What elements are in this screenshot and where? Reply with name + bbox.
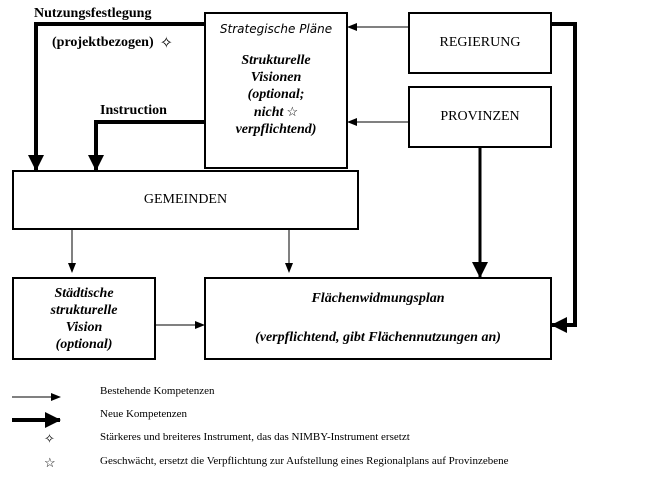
project-label: (projektbezogen) [52,35,154,50]
urban-vision-line: Vision [65,319,103,335]
project-label-row: (projektbezogen) ✧ [52,33,173,53]
strategic-line: (optional; [247,87,305,102]
strategic-plans-title: Strategische Pläne [219,22,333,36]
legend-text: Neue Kompetenzen [100,408,188,420]
arrow-usage [28,22,204,171]
urban-vision-line: (optional) [55,336,113,352]
legend-four-point-star-icon: ✧ [44,431,55,446]
legend-star-outline-icon: ☆ [44,455,56,470]
four-point-star-icon: ✧ [159,35,174,52]
strategic-plans-box: Strategische Pläne Strukturelle Visionen… [204,12,348,169]
strategic-line: verpflichtend) [235,122,317,137]
provinces-label: PROVINZEN [440,109,520,124]
strategic-line: Visionen [250,70,302,85]
zoning-plan-title: Flächenwidmungsplan [311,290,445,306]
zoning-plan-box: Flächenwidmungsplan (verpflichtend, gibt… [204,277,552,360]
instruction-label: Instruction [100,103,167,118]
strategic-line: Strukturelle [241,53,311,68]
arrow-instruction [88,120,204,171]
municipalities-box: GEMEINDEN [12,170,359,230]
strategic-line-with-star: nicht☆ [236,103,317,121]
municipalities-label: GEMEINDEN [143,192,228,207]
urban-vision-line: strukturelle [50,302,118,318]
provinces-box: PROVINZEN [408,86,552,148]
legend-text: Stärkeres und breiteres Instrument, das … [100,431,410,443]
legend-text: Bestehende Kompetenzen [100,385,215,397]
legend-text: Geschwächt, ersetzt die Verpflichtung zu… [100,455,509,467]
zoning-plan-subtitle: (verpflichtend, gibt Flächennutzungen an… [255,330,501,346]
usage-label: Nutzungsfestlegung [34,6,152,21]
government-label: REGIERUNG [439,35,521,50]
urban-vision-box: Städtische strukturelle Vision (optional… [12,277,156,360]
star-outline-icon: ☆ [286,104,299,119]
strategic-line: nicht [253,105,284,120]
government-box: REGIERUNG [408,12,552,74]
arrow-gov-plan [551,22,577,333]
urban-vision-line: Städtische [54,285,114,301]
